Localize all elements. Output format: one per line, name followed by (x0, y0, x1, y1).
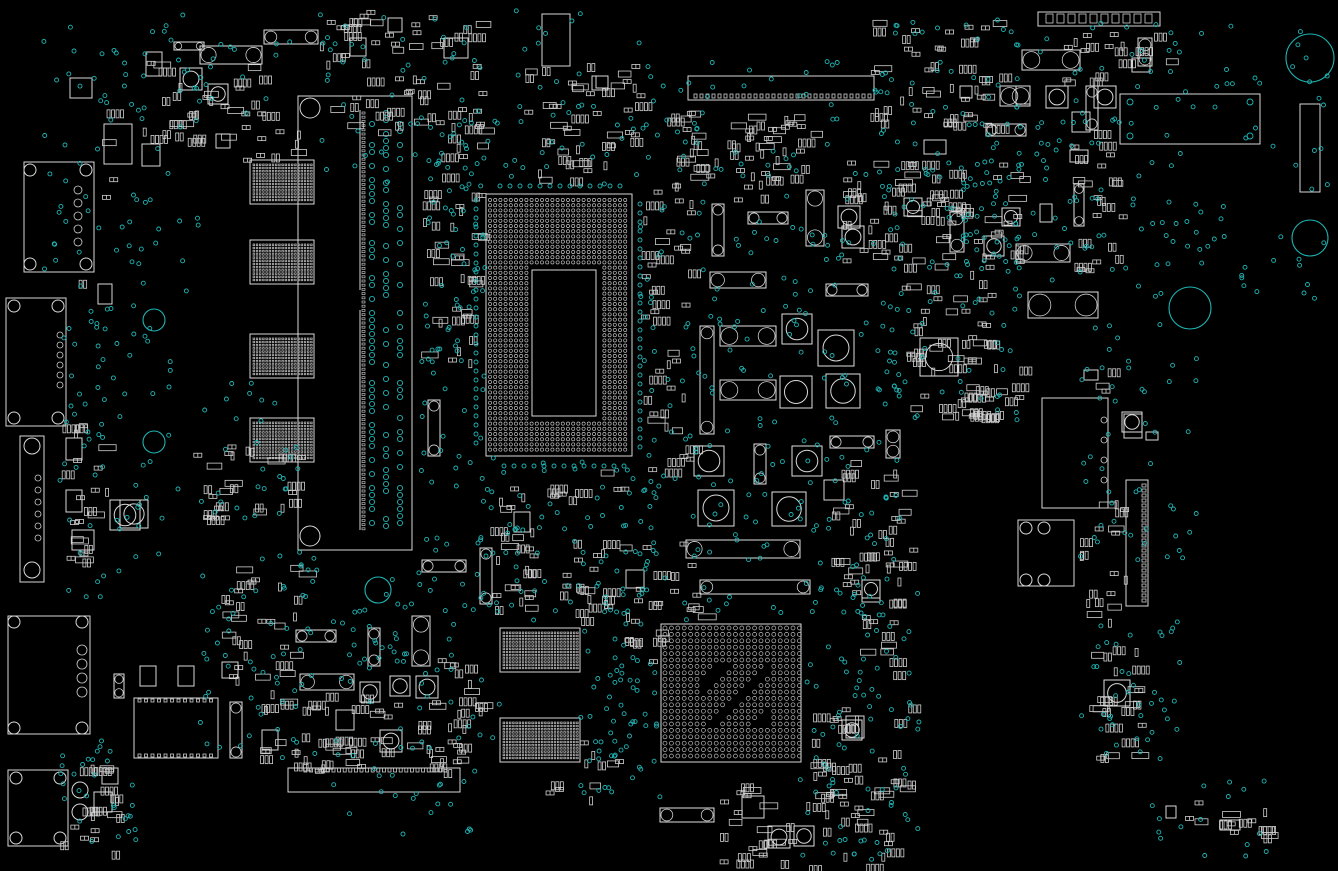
memory-chip-5[interactable] (499, 627, 581, 673)
connector-top-right[interactable] (1037, 11, 1161, 27)
mounting-hole (1285, 33, 1335, 83)
connector-left-hdmi[interactable] (19, 435, 45, 583)
power-inductors (109, 29, 1153, 849)
memory-chip-3[interactable] (249, 333, 315, 379)
mounting-hole (142, 430, 166, 454)
mounting-hole (1291, 219, 1329, 257)
connector-left-usb-a[interactable] (7, 615, 91, 735)
mounting-hole (1168, 286, 1212, 330)
pch-bga[interactable] (660, 623, 802, 763)
connector-left-top[interactable] (23, 161, 95, 273)
memory-chip-6[interactable] (499, 717, 581, 763)
connector-right-vertical[interactable] (1299, 103, 1321, 193)
memory-chip-1[interactable] (249, 159, 315, 205)
connector-left-usb-b[interactable] (7, 769, 89, 847)
connector-left-mid[interactable] (5, 297, 67, 427)
mounting-hole (142, 308, 166, 332)
connector-right-slim[interactable] (1125, 479, 1149, 607)
mounting-hole (364, 576, 392, 604)
module-right-square[interactable] (1017, 519, 1075, 587)
cpu-bga[interactable] (485, 193, 633, 457)
passive-components (60, 9, 1279, 871)
memory-chip-2[interactable] (249, 239, 315, 285)
connector-right-top-block[interactable] (1119, 93, 1261, 145)
memory-chip-4[interactable] (249, 417, 315, 463)
vias (41, 8, 1330, 862)
sodimm-slot[interactable] (297, 95, 413, 551)
module-right-large[interactable] (1041, 397, 1109, 509)
ic-bottom-left[interactable] (133, 697, 219, 759)
display-connector-top[interactable] (687, 75, 875, 101)
keyboard-connector[interactable] (287, 767, 461, 793)
